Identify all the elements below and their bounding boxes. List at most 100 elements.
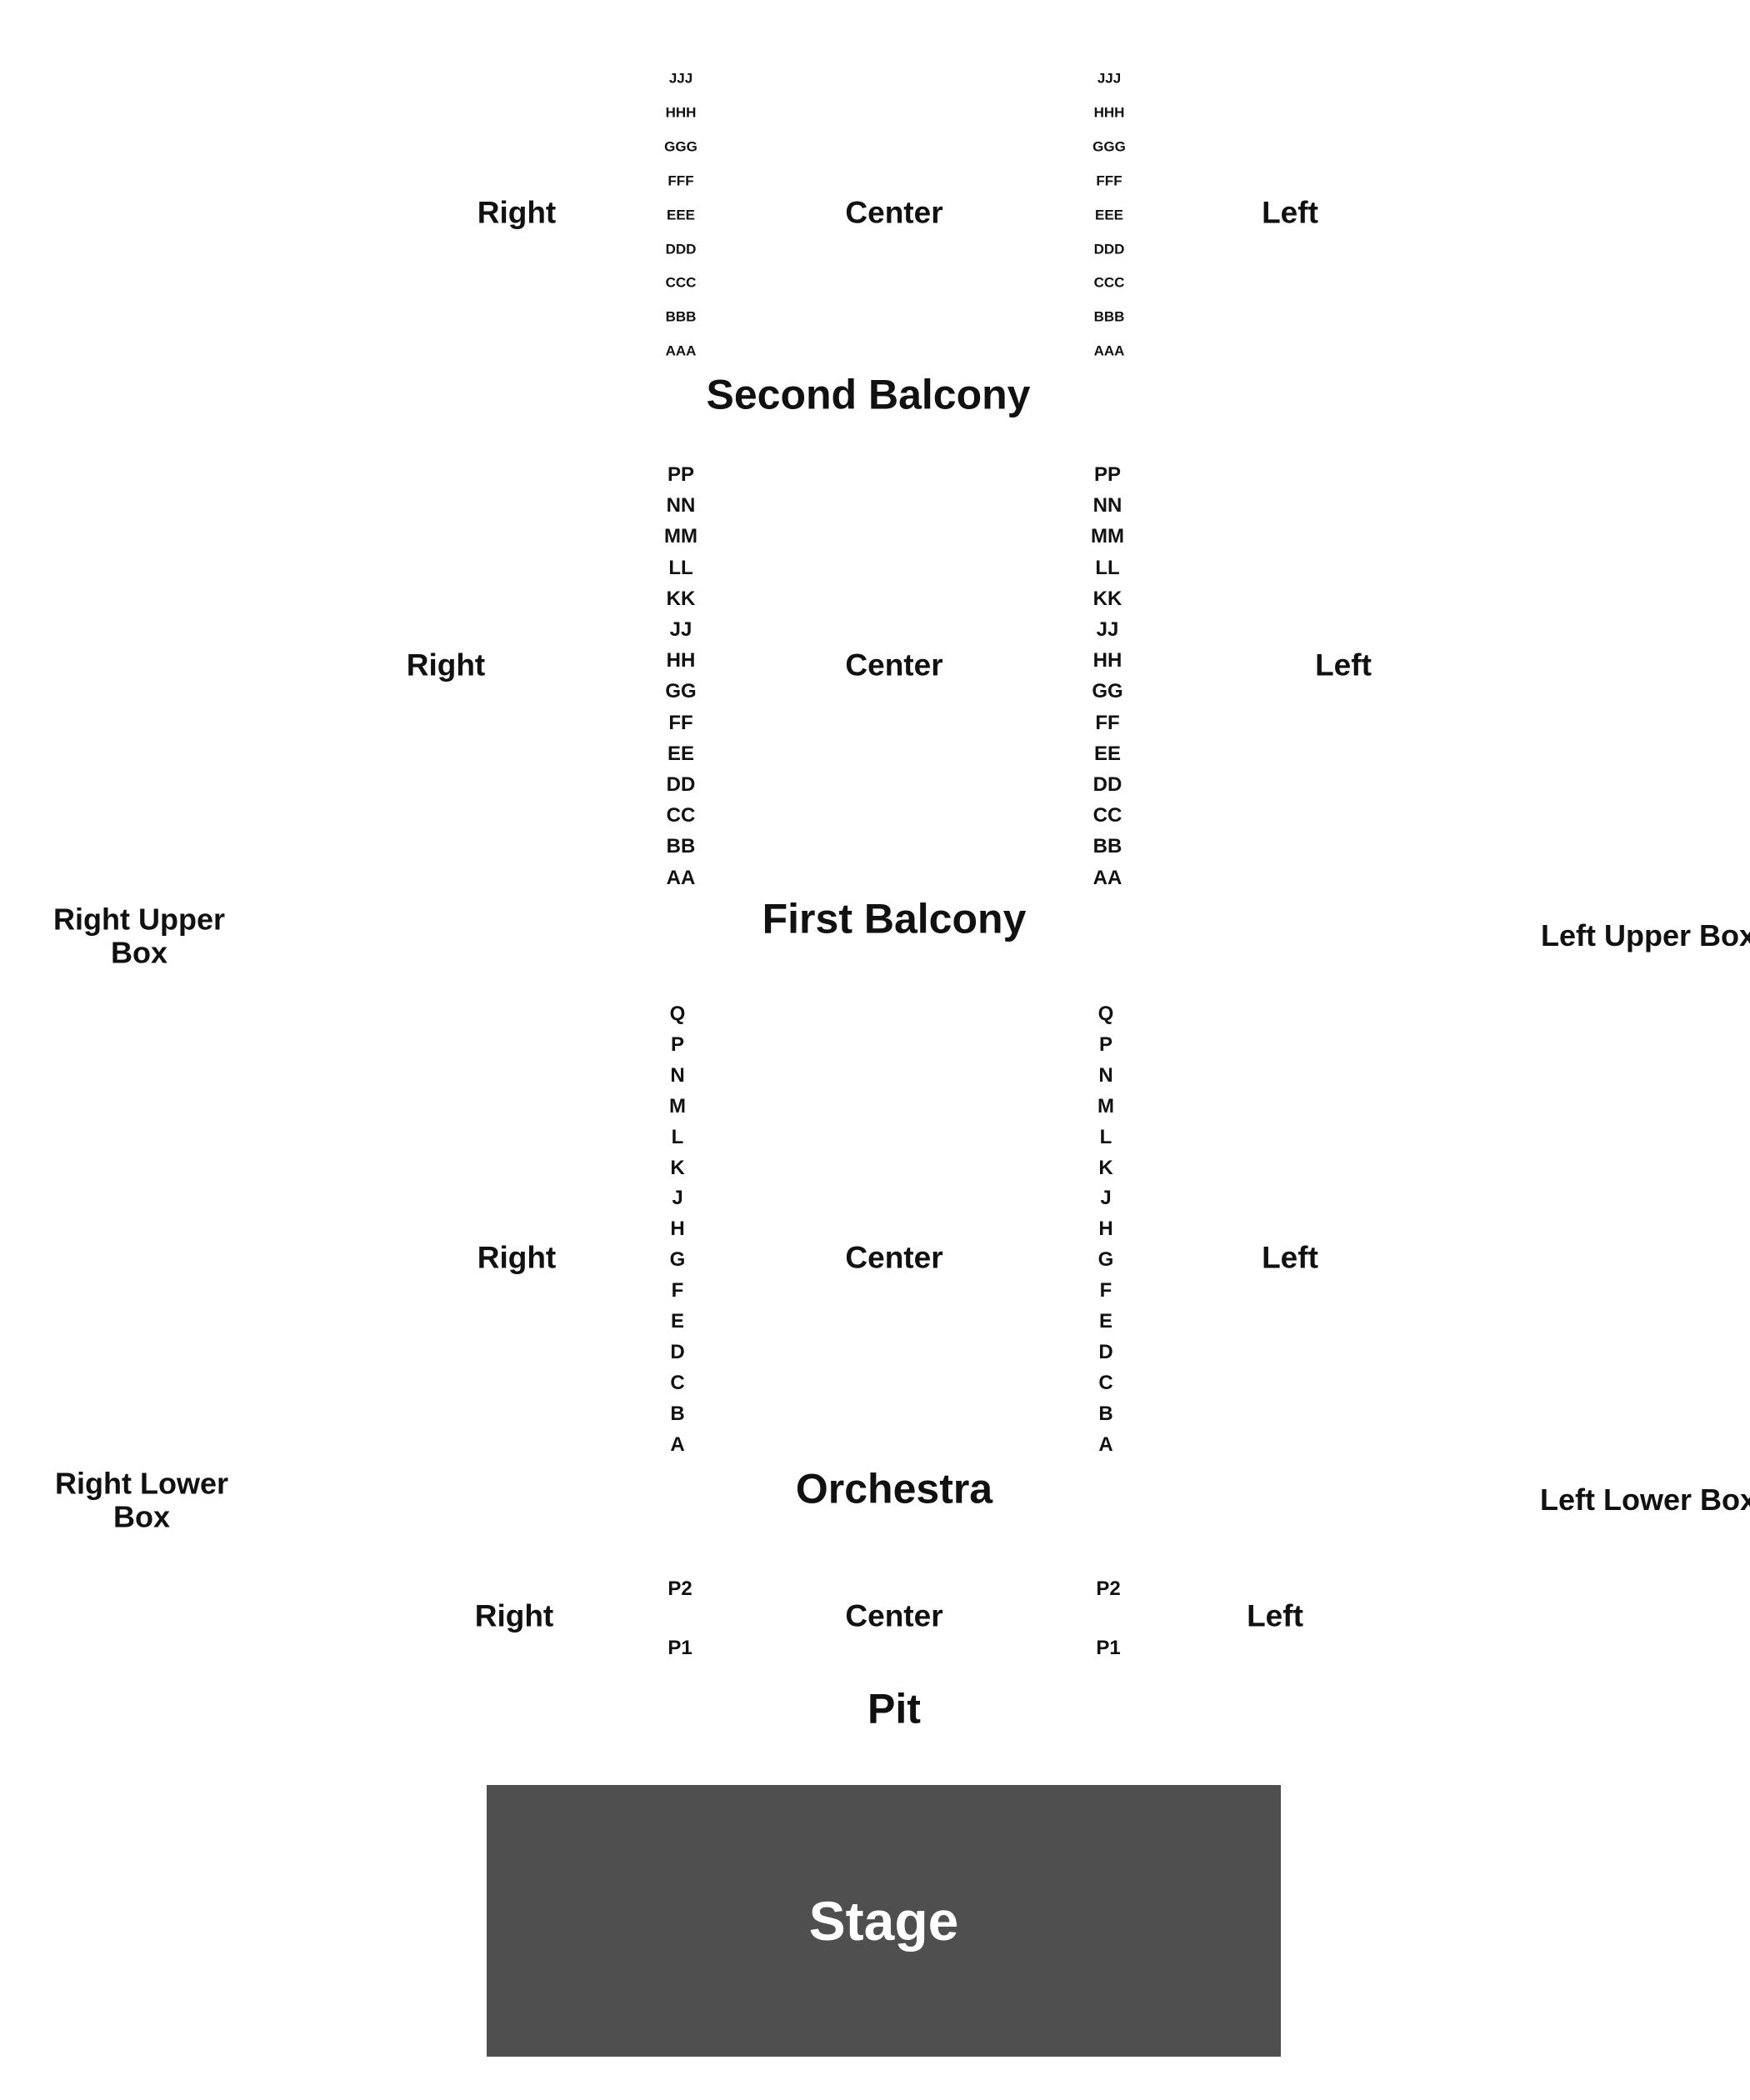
first-balcony-row-left-aisle[interactable]: FF [1095,711,1120,734]
orchestra-row-right-aisle[interactable]: C [670,1371,685,1394]
second-balcony-row-left-aisle[interactable]: CCC [1093,275,1125,292]
second-balcony-left-label[interactable]: Left [1262,195,1318,230]
orchestra-row-left-aisle[interactable]: J [1100,1187,1112,1210]
orchestra-row-right-aisle[interactable]: Q [669,1002,686,1025]
second-balcony-row-left-aisle[interactable]: EEE [1094,207,1124,223]
first-balcony-row-left-aisle[interactable]: DD [1092,772,1122,796]
first-balcony-row-left-aisle[interactable]: MM [1091,525,1124,548]
right-upper-box-label[interactable]: Right Upper Box [53,902,225,969]
first-balcony-row-left-aisle[interactable]: PP [1093,462,1122,486]
first-balcony-row-right-aisle[interactable]: GG [665,680,697,703]
orchestra-row-left-aisle[interactable]: E [1098,1309,1113,1332]
orchestra-row-left-aisle[interactable]: Q [1098,1002,1114,1025]
right-lower-box-label[interactable]: Right Lower Box [55,1466,228,1533]
orchestra-row-left-aisle[interactable]: C [1098,1371,1113,1394]
orchestra-left-label[interactable]: Left [1262,1240,1318,1275]
first-balcony-row-right-aisle[interactable]: LL [668,556,693,579]
orchestra-row-right-aisle[interactable]: H [670,1218,685,1241]
first-balcony-right-label[interactable]: Right [406,648,486,682]
second-balcony-row-right-aisle[interactable]: FFF [668,172,694,189]
orchestra-row-left-aisle[interactable]: L [1099,1125,1112,1148]
orchestra-row-right-aisle[interactable]: M [669,1094,686,1118]
second-balcony-row-left-aisle[interactable]: HHH [1093,104,1125,121]
first-balcony-left-label[interactable]: Left [1315,648,1372,682]
first-balcony-row-right-aisle[interactable]: PP [667,462,695,486]
second-balcony-title: Second Balcony [706,371,1031,418]
second-balcony-row-left-aisle[interactable]: BBB [1093,308,1125,325]
orchestra-row-right-aisle[interactable]: N [670,1063,685,1087]
second-balcony-row-right-aisle[interactable]: CCC [665,275,697,292]
second-balcony-row-right-aisle[interactable]: HHH [665,104,697,121]
pit-row-left-aisle[interactable]: P2 [1096,1577,1121,1600]
first-balcony-row-left-aisle[interactable]: JJ [1096,618,1119,641]
orchestra-row-left-aisle[interactable]: M [1098,1094,1114,1118]
orchestra-row-left-aisle[interactable]: A [1098,1432,1113,1456]
pit-row-right-aisle[interactable]: P1 [668,1636,692,1659]
first-balcony-row-right-aisle[interactable]: KK [666,587,696,610]
first-balcony-row-right-aisle[interactable]: EE [667,742,695,765]
second-balcony-right-label[interactable]: Right [477,195,557,230]
left-lower-box-label[interactable]: Left Lower Box [1540,1482,1750,1518]
orchestra-row-left-aisle[interactable]: N [1098,1063,1113,1087]
orchestra-row-left-aisle[interactable]: K [1098,1156,1113,1179]
orchestra-row-right-aisle[interactable]: G [669,1248,686,1271]
orchestra-row-right-aisle[interactable]: A [670,1432,685,1456]
pit-left-label[interactable]: Left [1247,1598,1303,1633]
stage: Stage [487,1785,1281,2057]
second-balcony-row-right-aisle[interactable]: GGG [664,138,698,155]
first-balcony-row-right-aisle[interactable]: JJ [669,618,692,641]
orchestra-row-left-aisle[interactable]: F [1099,1278,1112,1302]
second-balcony-row-left-aisle[interactable]: FFF [1096,172,1122,189]
orchestra-row-left-aisle[interactable]: P [1098,1032,1113,1056]
orchestra-row-right-aisle[interactable]: K [670,1156,685,1179]
first-balcony-row-right-aisle[interactable]: HH [666,648,696,672]
first-balcony-row-right-aisle[interactable]: AA [666,866,696,889]
orchestra-row-left-aisle[interactable]: G [1098,1248,1114,1271]
first-balcony-row-left-aisle[interactable]: BB [1092,835,1122,858]
first-balcony-row-right-aisle[interactable]: NN [666,493,696,517]
first-balcony-row-right-aisle[interactable]: MM [664,525,698,548]
orchestra-row-right-aisle[interactable]: J [672,1187,683,1210]
orchestra-right-label[interactable]: Right [477,1240,557,1275]
second-balcony-row-left-aisle[interactable]: AAA [1093,342,1125,359]
first-balcony-row-right-aisle[interactable]: CC [666,803,696,827]
first-balcony-row-left-aisle[interactable]: KK [1092,587,1122,610]
first-balcony-row-right-aisle[interactable]: FF [668,711,693,734]
second-balcony-row-right-aisle[interactable]: AAA [665,342,697,359]
pit-right-label[interactable]: Right [474,1598,554,1633]
pit-center-label[interactable]: Center [845,1598,943,1633]
pit-row-left-aisle[interactable]: P1 [1096,1636,1121,1659]
second-balcony-row-left-aisle[interactable]: DDD [1093,241,1125,258]
orchestra-row-left-aisle[interactable]: H [1098,1218,1113,1241]
orchestra-center-label[interactable]: Center [845,1240,943,1275]
orchestra-row-right-aisle[interactable]: E [670,1309,685,1332]
second-balcony-row-right-aisle[interactable]: DDD [665,241,697,258]
second-balcony-row-left-aisle[interactable]: GGG [1092,138,1126,155]
orchestra-row-right-aisle[interactable]: P [670,1032,685,1056]
second-balcony-row-right-aisle[interactable]: BBB [665,308,697,325]
first-balcony-center-label[interactable]: Center [845,648,943,682]
first-balcony-row-left-aisle[interactable]: HH [1092,648,1122,672]
second-balcony-row-left-aisle[interactable]: JJJ [1097,70,1122,87]
orchestra-row-left-aisle[interactable]: D [1098,1340,1113,1363]
first-balcony-row-right-aisle[interactable]: DD [666,772,696,796]
first-balcony-row-left-aisle[interactable]: GG [1092,680,1123,703]
second-balcony-row-right-aisle[interactable]: EEE [666,207,696,223]
pit-row-right-aisle[interactable]: P2 [668,1577,692,1600]
orchestra-row-left-aisle[interactable]: B [1098,1402,1113,1425]
orchestra-row-right-aisle[interactable]: B [670,1402,685,1425]
first-balcony-row-left-aisle[interactable]: CC [1092,803,1122,827]
second-balcony-row-right-aisle[interactable]: JJJ [668,70,693,87]
first-balcony-row-left-aisle[interactable]: NN [1092,493,1122,517]
orchestra-row-right-aisle[interactable]: F [671,1278,684,1302]
orchestra-title: Orchestra [795,1465,993,1512]
orchestra-row-right-aisle[interactable]: L [671,1125,684,1148]
second-balcony-center-label[interactable]: Center [845,195,943,230]
left-upper-box-label[interactable]: Left Upper Box [1540,918,1750,953]
first-balcony-row-left-aisle[interactable]: AA [1092,866,1122,889]
orchestra-row-right-aisle[interactable]: D [670,1340,685,1363]
first-balcony-row-left-aisle[interactable]: EE [1093,742,1122,765]
stage-label: Stage [808,1890,959,1952]
first-balcony-row-right-aisle[interactable]: BB [666,835,696,858]
first-balcony-row-left-aisle[interactable]: LL [1095,556,1120,579]
